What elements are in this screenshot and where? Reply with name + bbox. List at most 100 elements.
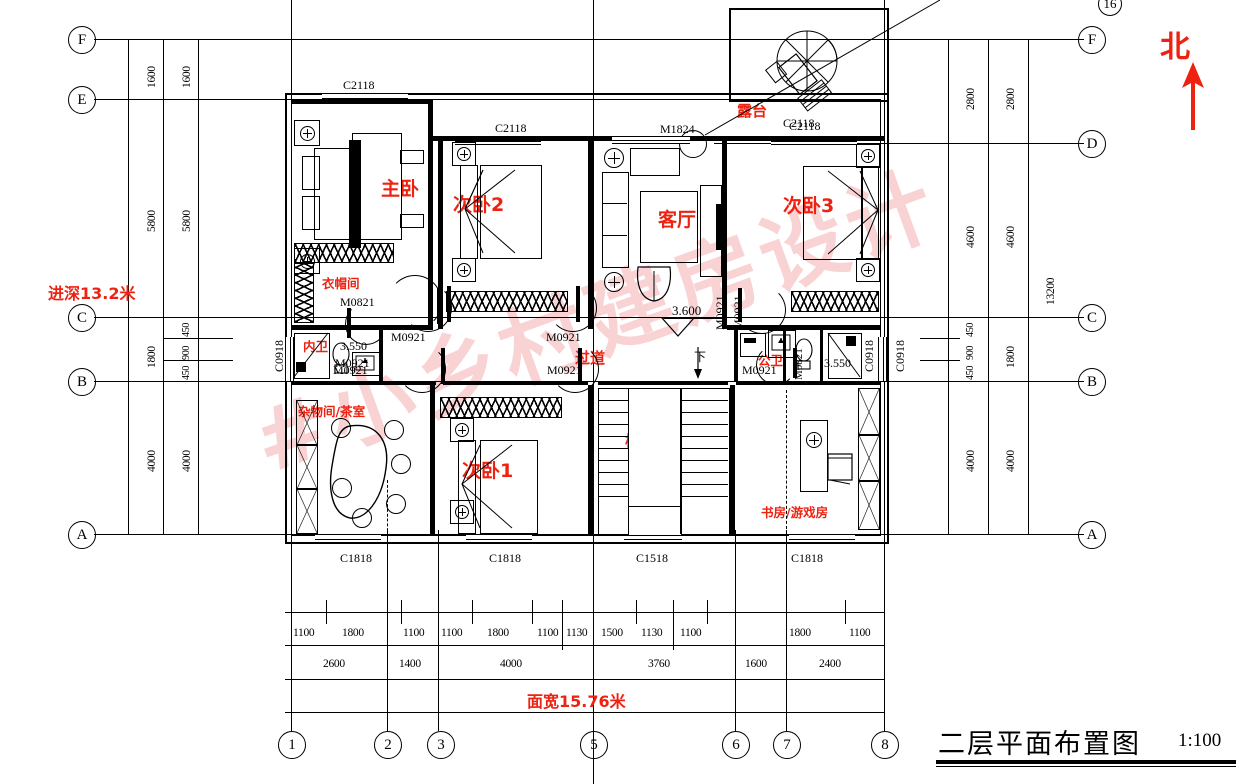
- door-leaf-bed1-left: [441, 348, 445, 384]
- door-label-M0921-inner-bath: M0921: [335, 356, 370, 370]
- dim-tick-left-7: [163, 360, 233, 361]
- grid-bubble-E-left: E: [68, 86, 96, 114]
- partition-innerbath-right: [379, 330, 383, 381]
- public-bath-washer-panel: [744, 338, 756, 343]
- partition-B-line-stair: [598, 381, 728, 385]
- grid-bubble-F-left: F: [68, 26, 96, 54]
- drawing-scale: 1:100: [1178, 730, 1222, 751]
- public-bath-shower-tray: [828, 333, 862, 379]
- terrace-table-chairs-icon: [764, 53, 833, 112]
- dim-left-4000-b: 4000: [181, 450, 193, 472]
- dim-tick-b1-j: [636, 600, 637, 624]
- dim-b1-1130a: 1130: [566, 627, 588, 639]
- dim-tick-b2-c: [438, 645, 439, 679]
- door-arc-bed1-left: [398, 345, 446, 393]
- room-label-walkin-closet: 衣帽间: [322, 276, 360, 291]
- living-coffee-table: [640, 191, 698, 263]
- door-arc-public-bath: [756, 345, 796, 385]
- dim-right-900-a: 900: [965, 345, 976, 360]
- axis-line-5: [593, 0, 594, 784]
- dim-tick-b1-n: [786, 600, 787, 624]
- dim-right-4000-b: 4000: [1005, 450, 1017, 472]
- grid-bubble-7: 7: [773, 731, 801, 759]
- inner-bath-shower-tray: [294, 333, 330, 379]
- dim-ext-right-a: [948, 39, 949, 534]
- dim-left-1800-a: 1800: [146, 346, 158, 368]
- window-C1818-study: [789, 534, 855, 543]
- outer-wall-main: [285, 93, 889, 544]
- dim-left-450-b1: 450: [181, 322, 192, 337]
- partition-top-bed3: [727, 136, 885, 141]
- tea-cabinet-1: [296, 400, 318, 446]
- stair-rail-left: [628, 388, 629, 534]
- living-tv-cabinet: [700, 185, 722, 277]
- stair-down-arrow-icon: [694, 347, 702, 379]
- grid-bubble-5: 5: [580, 731, 608, 759]
- door-leaf-bed2-right: [576, 286, 580, 322]
- window-label-C1818-study: C1818: [791, 551, 824, 565]
- grid-bubble-D-right: D: [1078, 130, 1106, 158]
- grid-label: C: [1086, 309, 1097, 326]
- grid-bubble-16-top: 16: [1098, 0, 1122, 16]
- dim-tick-left-1: [124, 39, 202, 40]
- terrace-leader-line: [704, 0, 941, 136]
- dim-tick-b1-f: [472, 600, 473, 624]
- tea-stool-4: [386, 494, 406, 514]
- room-label-bedroom1: 次卧1: [462, 460, 514, 482]
- window-label-C0918-right: C0918: [893, 339, 907, 372]
- door-leaf-bed2-left: [447, 286, 451, 322]
- dim-tick-b1-k: [673, 600, 674, 650]
- door-arc-M1824: [679, 130, 707, 158]
- dim-ext-right-c: [1028, 39, 1029, 534]
- north-arrow-icon: [1182, 62, 1204, 130]
- bed1-nightstand-bottom: [450, 500, 474, 524]
- dim-tick-right-4: [944, 381, 1032, 382]
- dim-rail-bottom-4: [285, 712, 885, 713]
- grid-bubble-6: 6: [722, 731, 750, 759]
- dim-ext-left-b: [163, 39, 164, 534]
- grid-label: A: [1086, 526, 1098, 543]
- dim-right-4000-a: 4000: [965, 450, 977, 472]
- tea-table-icon: [329, 424, 388, 519]
- title-underline-thick: [936, 760, 1236, 764]
- grid-label: F: [1087, 31, 1097, 48]
- window-label-C2118-master: C2118: [343, 78, 375, 92]
- dim-b2-4000: 4000: [500, 658, 522, 670]
- dim-left-450-b2: 450: [181, 365, 192, 380]
- dim-tick-left-2: [124, 99, 202, 100]
- dim-tick-b1-b: [326, 600, 327, 624]
- door-leaf-public-bath: [793, 348, 797, 378]
- dim-right-2800-b: 2800: [1005, 88, 1017, 110]
- axis-line-7: [786, 530, 787, 731]
- study-centerline: [786, 390, 787, 534]
- partition-master-right: [428, 99, 433, 329]
- dim-left-5800-b: 5800: [181, 210, 193, 232]
- stair-rail-right: [680, 388, 681, 534]
- living-sofa-divider-2: [602, 235, 627, 236]
- dim-tick-b2-d: [593, 645, 594, 679]
- room-label-master-bedroom: 主卧: [381, 178, 420, 200]
- dim-left-5800-a: 5800: [146, 210, 158, 232]
- study-chair-icon: [827, 453, 853, 485]
- dim-b1-1100a: 1100: [293, 627, 315, 639]
- closet-wardrobe-horizontal: [294, 243, 394, 263]
- living-armchair-icon: [636, 266, 672, 302]
- door-label-M0921-bed2: M0921: [391, 330, 426, 344]
- grid-label: B: [76, 373, 87, 390]
- grid-bubble-C-right: C: [1078, 304, 1106, 332]
- master-bench-right-1: [400, 150, 424, 164]
- dim-rail-bottom-1: [285, 612, 885, 613]
- dim-tick-right-6: [920, 338, 960, 339]
- room-label-inner-bath: 内卫: [303, 339, 329, 354]
- partition-bed2-right: [588, 136, 593, 329]
- dim-b1-1100b: 1100: [403, 627, 425, 639]
- dim-tick-right-7: [920, 360, 960, 361]
- dim-b1-1800b: 1800: [487, 627, 509, 639]
- dim-tick-right-1: [944, 39, 1032, 40]
- grid-label: 8: [881, 736, 889, 753]
- bed3-quilt-fold-icon: [827, 170, 879, 255]
- grid-bubble-C-left: C: [68, 304, 96, 332]
- window-label-C0918-left: C0918: [272, 339, 286, 372]
- grid-label: 1: [288, 736, 296, 753]
- dim-tick-b1-e: [438, 600, 439, 650]
